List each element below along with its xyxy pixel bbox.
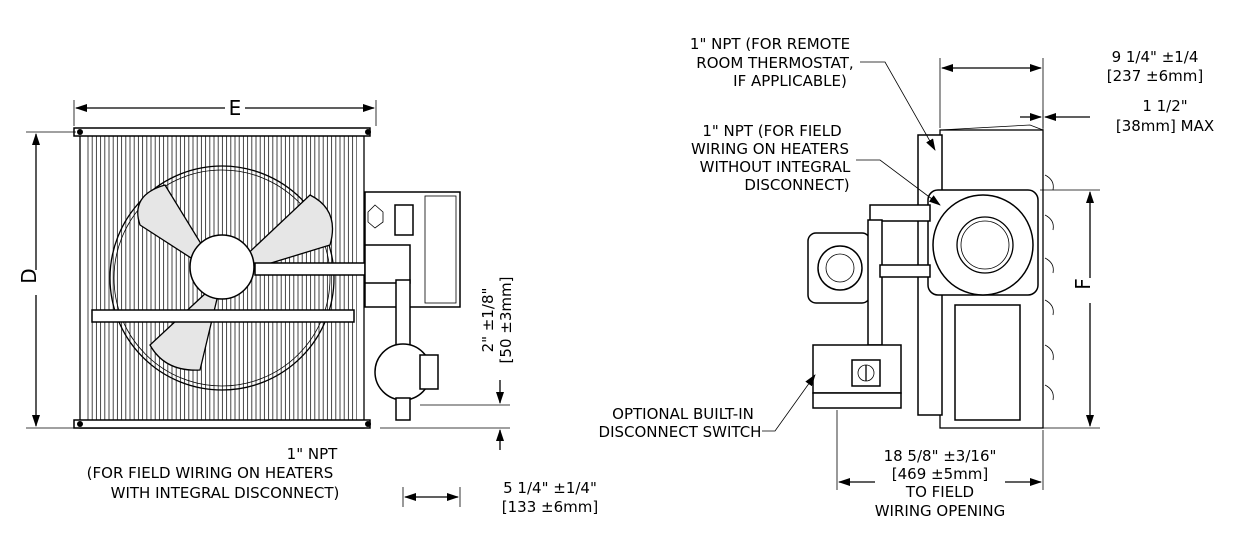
field-note-line4: DISCONNECT) <box>744 176 849 194</box>
dim-9in-metric: [237 ±6mm] <box>1107 67 1203 85</box>
hex-nut-icon <box>367 204 384 229</box>
dim-max-label: 1 1/2" <box>1142 97 1187 115</box>
thermostat-note-line3: IF APPLICABLE) <box>733 72 847 90</box>
dim-e-label: E <box>229 96 242 120</box>
disconnect-note-line2: DISCONNECT SWITCH <box>599 423 762 441</box>
dim-5in-label: 5 1/4" ±1/4" <box>503 479 597 497</box>
field-note-line3: WITHOUT INTEGRAL <box>700 158 851 176</box>
thermostat-note-line1: 1" NPT (FOR REMOTE <box>690 35 850 53</box>
dim-5in-metric: [133 ±6mm] <box>502 498 598 516</box>
dim-18in-metric: [469 ±5mm] <box>892 465 988 483</box>
dim-f-label: F <box>1071 278 1095 290</box>
side-louvers <box>1044 174 1054 401</box>
left-front-view: E D 2" ±1/8" [50 ±3mm] 1" NPT (FOR FIELD… <box>17 96 598 516</box>
dim-18in-label: 18 5/8" ±3/16" <box>884 447 997 465</box>
fan-guard <box>109 165 335 391</box>
npt-note-line2: (FOR FIELD WIRING ON HEATERS <box>87 464 334 482</box>
npt-note-line3: WITH INTEGRAL DISCONNECT) <box>111 484 340 502</box>
dim-9in-label: 9 1/4" ±1/4 <box>1112 48 1199 66</box>
dim-2in-label: 2" ±1/8" <box>479 288 497 353</box>
field-note-line2: WIRING ON HEATERS <box>691 140 849 158</box>
right-side-view: 1" NPT (FOR REMOTE ROOM THERMOSTAT, IF A… <box>599 35 1215 520</box>
npt-note-line1: 1" NPT <box>287 445 338 463</box>
support-bar <box>91 309 355 323</box>
dim-max-metric: [38mm] MAX <box>1116 117 1214 135</box>
thermostat-note-line2: ROOM THERMOSTAT, <box>696 54 853 72</box>
dim-18in-note2: WIRING OPENING <box>875 502 1006 520</box>
motor-hub <box>189 234 255 300</box>
dim-18in-note1: TO FIELD <box>905 483 974 501</box>
dim-2in-metric: [50 ±3mm] <box>497 277 515 364</box>
dim-d-label: D <box>17 268 41 283</box>
motor-housing <box>932 194 1034 296</box>
disconnect-note-line1: OPTIONAL BUILT-IN <box>612 405 754 423</box>
field-note-line1: 1" NPT (FOR FIELD <box>702 122 841 140</box>
